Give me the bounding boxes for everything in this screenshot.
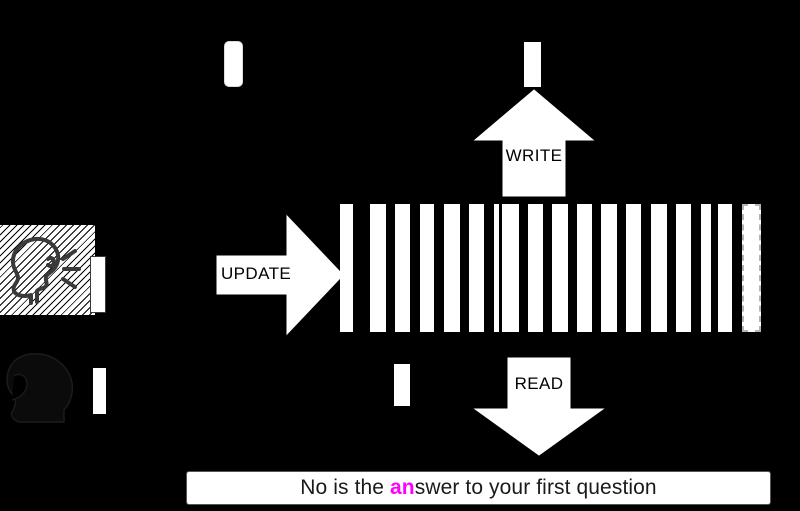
tape-bar-dashed (742, 204, 761, 332)
tape-bar (444, 204, 460, 332)
listening-head-icon (6, 353, 74, 423)
caption-box: No is the answer to your first question (186, 471, 771, 505)
tape-bar (651, 204, 667, 332)
update-arrow: UPDATE (215, 214, 345, 336)
tape-bar (395, 204, 410, 332)
listener-actor (2, 352, 92, 424)
tape-bar (502, 204, 519, 332)
tape-bar (528, 204, 543, 332)
tape-bar (626, 204, 641, 332)
read-arrow: READ (473, 357, 605, 457)
tape-bar (577, 204, 592, 332)
update-arrow-label: UPDATE (221, 264, 292, 283)
write-arrow: WRITE (473, 88, 595, 198)
tape-bar (601, 204, 617, 332)
token-top-left (225, 42, 242, 86)
token-read-out (394, 364, 410, 406)
caption-highlight: an (390, 476, 415, 499)
caption-suffix: swer to your first question (414, 476, 657, 499)
caption-text: No is the answer to your first question (300, 476, 656, 500)
token-listener (93, 368, 106, 414)
tape-bar (370, 204, 386, 332)
tape-bar (420, 204, 434, 332)
caption-prefix: No is the (300, 476, 391, 499)
tape-bar (676, 204, 691, 332)
tape-bar (701, 204, 711, 332)
memory-tape (338, 204, 770, 332)
tape-bar (340, 204, 353, 332)
tape-bar (552, 204, 568, 332)
read-arrow-label: READ (514, 374, 564, 393)
speaker-actor (0, 225, 95, 315)
token-speaker (90, 256, 106, 313)
write-arrow-label: WRITE (505, 146, 563, 165)
tape-bar (718, 204, 732, 332)
speaking-head-icon (10, 236, 81, 305)
tape-bar (494, 204, 499, 332)
token-write-in (524, 42, 541, 87)
tape-bar (469, 204, 484, 332)
